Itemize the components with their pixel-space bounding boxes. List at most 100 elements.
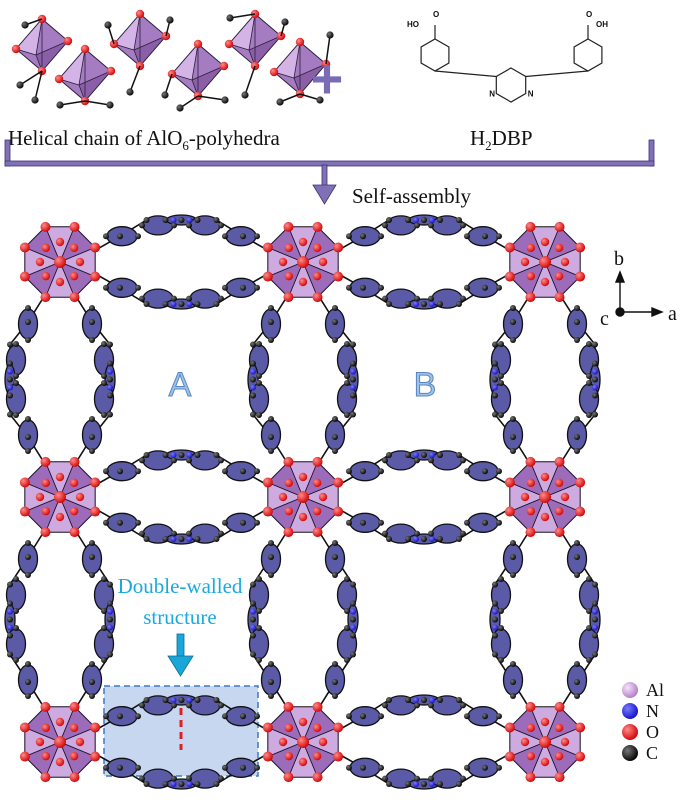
chain-polyhedron (269, 37, 331, 99)
carbon-atom (344, 657, 350, 663)
oxygen-atom (54, 736, 66, 748)
carbon-atom (382, 702, 388, 709)
carbon-atom (586, 625, 592, 631)
carbon-atom (7, 632, 13, 639)
oxygen-atom (554, 292, 565, 303)
carbon-atom (332, 679, 338, 685)
carbon-atom (256, 576, 262, 582)
carbon-atom (143, 452, 150, 458)
oxygen-atom (69, 701, 80, 712)
carbon-atom (89, 540, 95, 546)
oxygen-atom (283, 772, 294, 783)
oxygen-atom (283, 701, 294, 712)
oxygen-atom (526, 506, 536, 516)
chain-carbon-atom (281, 18, 289, 26)
carbon-atom (240, 764, 246, 771)
oxygen-atom (554, 751, 564, 761)
carbon-atom (218, 702, 224, 709)
carbon-atom (456, 697, 462, 703)
carbon-atom (360, 519, 366, 526)
carbon-atom (437, 452, 443, 458)
plus-sign: + (311, 47, 344, 110)
carbon-atom (350, 360, 356, 367)
carbon-atom (414, 457, 420, 464)
carbon-atom (482, 233, 488, 240)
carbon-atom (574, 305, 580, 311)
nitrogen-atom (492, 368, 498, 375)
carbon-atom (350, 411, 356, 418)
oxygen-atom (554, 527, 565, 538)
carbon-atom (378, 284, 384, 291)
carbon-atom (574, 572, 580, 578)
oxygen-atom (554, 478, 564, 488)
oxygen-atom (575, 271, 586, 282)
carbon-atom (510, 661, 516, 667)
oxygen-atom (19, 722, 30, 733)
carbon-atom (25, 679, 31, 685)
oxygen-atom (575, 722, 586, 733)
carbon-atom (592, 651, 598, 658)
carbon-atom (13, 576, 19, 582)
carbon-atom (186, 702, 192, 709)
oxygen-atom (278, 737, 288, 747)
carbon-atom (117, 764, 123, 771)
nitrogen-atom (592, 624, 598, 631)
oxygen-atom (333, 271, 344, 282)
oxygen-atom (539, 256, 551, 268)
oxygen-atom (40, 292, 51, 303)
carbon-atom (460, 222, 466, 229)
carbon-atom (139, 295, 145, 302)
legend-swatch-al (622, 682, 638, 698)
oxygen-atom (40, 701, 51, 712)
carbon-atom (510, 319, 516, 325)
ligand-ring-right (573, 38, 603, 72)
oxygen-atom (298, 237, 308, 247)
carbon-atom (332, 434, 338, 440)
carbon-atom (143, 697, 150, 703)
carbon-atom (194, 536, 201, 542)
carbon-atom (7, 341, 13, 348)
oxygen-atom (298, 717, 308, 727)
oxygen-atom (40, 456, 51, 467)
carbon-atom (194, 217, 201, 223)
carbon-atom (510, 416, 516, 422)
carbon-atom (421, 452, 427, 458)
oxygen-atom (19, 271, 30, 282)
carbon-atom (7, 392, 13, 399)
oxygen-atom (55, 757, 65, 767)
ligand-oh-group: OH (596, 20, 608, 29)
carbon-atom (222, 468, 228, 475)
oxygen-atom (520, 737, 530, 747)
oxygen-atom (318, 492, 328, 502)
carbon-atom (492, 341, 498, 348)
carbon-atom (510, 337, 516, 343)
carbon-atom (25, 319, 31, 325)
oxygen-atom (526, 243, 536, 253)
legend-label-o: O (646, 722, 659, 742)
nitrogen-atom (107, 368, 113, 375)
carbon-atom (592, 581, 598, 588)
carbon-atom (378, 764, 384, 771)
chain-oxygen-atom (63, 36, 73, 46)
carbon-atom (421, 301, 427, 307)
carbon-atom (101, 608, 107, 614)
carbon-atom (386, 697, 392, 703)
carbon-atom (510, 679, 516, 685)
carbon-atom (592, 341, 598, 348)
carbon-atom (428, 457, 434, 464)
oxygen-atom (90, 271, 101, 282)
oxygen-atom (333, 477, 344, 488)
carbon-atom (586, 608, 592, 614)
oxygen-atom (525, 456, 536, 467)
oxygen-atom (284, 506, 294, 516)
carbon-atom (135, 519, 141, 526)
oxygen-atom (312, 478, 322, 488)
carbon-atom (350, 341, 356, 348)
chain-carbon-atom (126, 88, 134, 96)
al-polyhedron-column (504, 456, 586, 538)
carbon-atom (405, 781, 411, 787)
carbon-atom (213, 452, 220, 458)
al-polyhedron-column (262, 701, 344, 783)
axis-b-label: b (614, 248, 624, 270)
oxygen-atom (283, 527, 294, 538)
